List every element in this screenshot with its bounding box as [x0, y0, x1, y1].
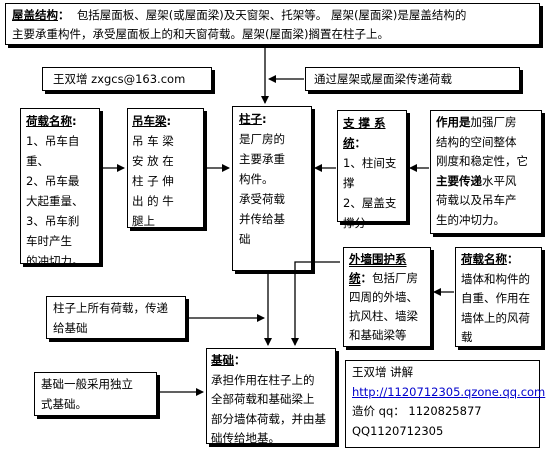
transfer-note: 通过屋架或屋面梁传递荷载: [314, 72, 452, 86]
foundation-title: 基础: [211, 353, 234, 367]
column-line: 承受荷载: [239, 192, 285, 206]
roof-structure-line1: 包括屋面板、屋架(或屋面梁)及天窗架、托架等。 屋架(屋面梁)是屋盖结构的: [76, 8, 467, 22]
support-effect-line: 刚度和稳定性，它: [436, 154, 528, 168]
credits-qq-cost: 造价 qq： 1120825877: [352, 404, 482, 418]
support-effect-text: 加强厂房: [470, 115, 517, 129]
support-effect-title-2: 主要传递: [436, 173, 482, 188]
crane-load-box: 荷载名称: 1、吊车自 重、 2、吊车最 大起重量、 3、吊车刹 车时产生 的冲…: [20, 108, 100, 268]
crane-beam-line: 柱 子 伸: [132, 174, 174, 188]
column-line: 构件。: [239, 172, 274, 186]
column-line: 并传给基: [239, 212, 285, 226]
column-colon: :: [262, 112, 267, 126]
roof-structure-colon: ：: [58, 8, 70, 22]
foundation-text: 承担作用在柱子上的: [211, 372, 315, 387]
support-effect-line: 荷载以及吊车产: [436, 193, 517, 207]
column-loads-line: 给基础: [53, 321, 88, 335]
column-loads-box: 柱子上所有荷载，传递 给基础: [46, 296, 186, 339]
column-line: 是厂房的: [239, 132, 285, 146]
support-effect-title: 作用是: [436, 115, 471, 129]
crane-beam-box: 吊车梁: 吊 车 梁 安 放 在 柱 子 伸 出 的 牛 腿上: [127, 108, 204, 228]
column-box: 柱子: 是厂房的 主要承重 构件。 承受荷载 并传给基 础: [232, 106, 312, 271]
wall-system-line: 和基础梁等: [349, 328, 407, 342]
support-system-box: 支 撑 系 统： 1、柱间支 撑 2、屋盖支 撑分: [337, 110, 407, 230]
wall-system-line: 四周的外墙、: [349, 290, 418, 304]
support-line: 2、屋盖支: [343, 196, 397, 210]
wall-load-line: 墙体上的风荷: [461, 310, 530, 325]
crane-load-line: 车时产生: [26, 234, 72, 248]
support-system-colon: ：: [354, 136, 367, 150]
crane-load-line: 1、吊车自: [26, 134, 80, 148]
foundation-note-line: 式基础。: [41, 397, 87, 411]
transfer-note-box: 通过屋架或屋面梁传递荷载: [305, 67, 520, 91]
wall-system-colon: ：: [360, 271, 373, 285]
crane-beam-line: 安 放 在: [132, 154, 174, 168]
crane-load-colon: :: [72, 114, 77, 128]
crane-beam-title: 吊车梁: [132, 114, 167, 128]
wall-load-box: 荷载名称： 墙体和构件的 自重、作用在 墙体上的风荷 载: [455, 247, 542, 347]
wall-system-text: 包括厂房: [372, 271, 418, 285]
support-system-title-2: 统: [343, 136, 355, 150]
column-line: 础: [239, 232, 251, 246]
crane-load-line: 2、吊车最: [26, 174, 80, 188]
crane-beam-line: 出 的 牛: [132, 194, 174, 208]
crane-load-line: 3、吊车刹: [26, 214, 80, 228]
support-line: 1、柱间支: [343, 156, 397, 170]
crane-load-line: 大起重量、: [26, 194, 84, 208]
support-line: 撑: [343, 176, 355, 190]
foundation-line: 全部荷载和基础梁上: [211, 392, 315, 406]
wall-load-title: 荷载名称: [461, 252, 507, 266]
foundation-note-line: 基础一般采用独立: [41, 377, 133, 391]
author-email-box: 王双增 zxgcs@163.com: [42, 67, 212, 91]
credits-qq: QQ1120712305: [352, 423, 444, 438]
support-effect-text-2: 水平风: [482, 173, 517, 188]
column-line: 主要承重: [239, 152, 285, 166]
wall-load-line: 载: [461, 330, 473, 344]
support-effect-box: 作用是加强厂房 结构的空间整体 刚度和稳定性，它 主要传递水平风 荷载以及吊车产…: [430, 110, 542, 234]
crane-beam-line: 吊 车 梁: [132, 134, 174, 148]
crane-load-line: 的冲切力。: [26, 254, 84, 268]
credits-box: 王双增 讲解 http://1120712305.qzone.qq.com 造价…: [345, 360, 545, 448]
arrow-wall-to-foundation: [291, 261, 340, 346]
support-system-title: 支 撑 系: [343, 116, 386, 130]
roof-structure-box: 屋盖结构： 包括屋面板、屋架(或屋面梁)及天窗架、托架等。 屋架(屋面梁)是屋盖…: [5, 3, 540, 45]
author-email: 王双增 zxgcs@163.com: [53, 72, 186, 86]
wall-system-title: 外墙围护系: [349, 252, 407, 266]
wall-system-box: 外墙围护系 统：包括厂房 四周的外墙、 抗风柱、墙梁 和基础梁等: [343, 247, 431, 347]
credits-author: 王双增 讲解: [352, 365, 414, 379]
foundation-box: 基础： 承担作用在柱子上的 全部荷载和基础梁上 部分墙体荷载，并由基 础传给地基…: [206, 348, 336, 445]
support-effect-line: 生的冲切力。: [436, 212, 505, 227]
roof-structure-title: 屋盖结构: [12, 8, 58, 22]
support-line: 撑分: [343, 216, 366, 230]
crane-load-line: 重、: [26, 154, 49, 168]
roof-structure-line2: 主要承重构件，承受屋面板上的和天窗荷载。屋架(屋面梁)搁置在柱子上。: [12, 27, 389, 41]
crane-load-title: 荷载名称: [26, 114, 72, 128]
foundation-line: 部分墙体荷载，并由基: [211, 411, 326, 426]
crane-beam-colon: :: [166, 114, 172, 128]
wall-load-colon: ：: [507, 252, 519, 266]
wall-system-title-2: 统: [349, 271, 361, 285]
wall-system-line: 抗风柱、墙梁: [349, 309, 418, 323]
wall-load-line: 自重、作用在: [461, 291, 530, 305]
column-loads-line: 柱子上所有荷载，传递: [53, 301, 168, 315]
foundation-line: 础传给地基。: [211, 431, 280, 445]
crane-beam-line: 腿上: [132, 214, 155, 228]
foundation-note-box: 基础一般采用独立 式基础。: [34, 372, 157, 416]
foundation-colon: ：: [234, 353, 246, 367]
wall-load-line: 墙体和构件的: [461, 271, 530, 286]
column-title: 柱子: [239, 112, 262, 126]
support-effect-line: 结构的空间整体: [436, 134, 517, 149]
qzone-link[interactable]: http://1120712305.qzone.qq.com: [352, 384, 546, 399]
